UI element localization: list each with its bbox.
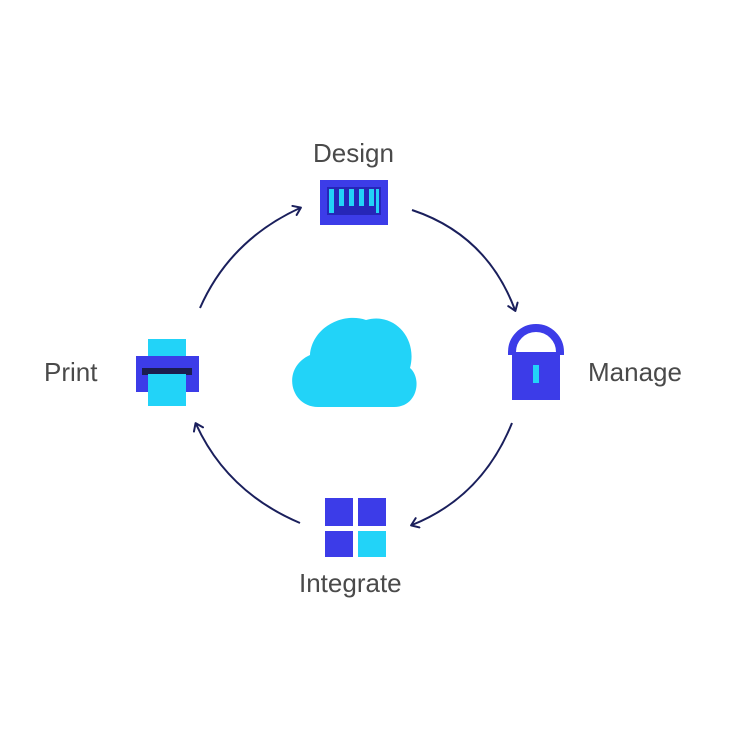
grid-icon — [325, 498, 386, 557]
step-label-integrate: Integrate — [299, 568, 402, 598]
arrow-integrate-to-print — [192, 422, 301, 524]
cloud-icon — [292, 317, 417, 407]
arrow-manage-to-integrate — [410, 422, 513, 529]
step-label-design: Design — [313, 138, 394, 168]
barcode-icon — [320, 180, 388, 225]
step-label-print: Print — [44, 357, 98, 387]
arrow-print-to-design — [199, 204, 302, 309]
padlock-icon — [508, 324, 564, 400]
printer-icon — [136, 339, 199, 406]
arrow-design-to-manage — [411, 209, 519, 312]
step-label-manage: Manage — [588, 357, 682, 387]
